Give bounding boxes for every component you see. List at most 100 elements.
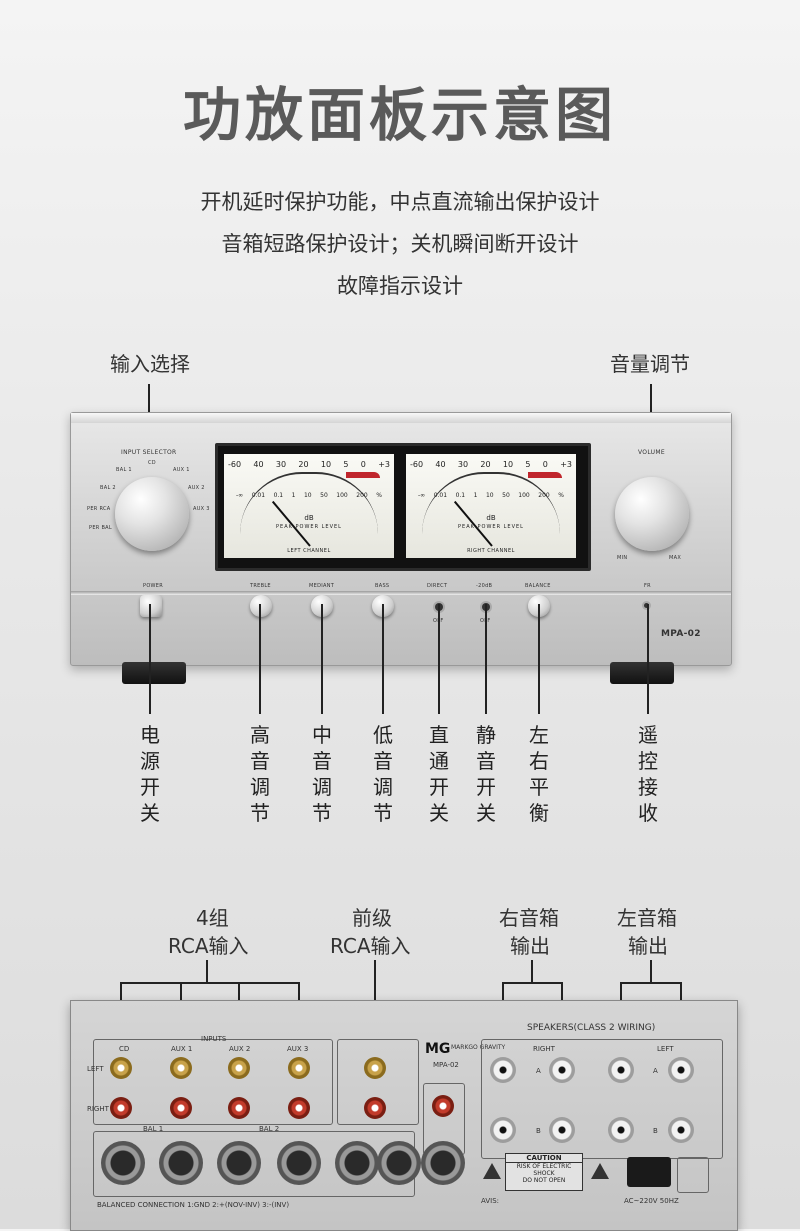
xlr-bal1-right[interactable] <box>159 1141 203 1185</box>
input-selector-knob[interactable] <box>115 477 189 551</box>
speaker-terminal-group <box>481 1039 723 1159</box>
vu-tick-label: +3 <box>560 460 572 469</box>
label-char: 控 <box>638 749 658 773</box>
avis-label: AVIS: <box>481 1197 499 1205</box>
input-per-bal: PER BAL <box>89 525 112 531</box>
bracket-line <box>502 982 562 984</box>
amp-foot <box>610 662 674 684</box>
vu-tick-label: -60 <box>228 460 242 469</box>
power-socket[interactable] <box>627 1157 671 1187</box>
vu-tick-label: % <box>558 492 564 499</box>
leader-line <box>382 604 384 714</box>
power-button[interactable] <box>140 595 162 617</box>
vu-tick-label: 10 <box>502 460 514 469</box>
label-char: 调 <box>250 775 270 799</box>
sp-left-b-minus[interactable] <box>668 1117 694 1143</box>
sp-b-label: B <box>536 1127 541 1135</box>
rca-pre-left[interactable] <box>364 1057 386 1079</box>
xlr-sub-out[interactable] <box>421 1141 465 1185</box>
leader-line <box>531 960 533 982</box>
xlr-bal1-left[interactable] <box>101 1141 145 1185</box>
vu-red-zone <box>346 472 380 478</box>
xlr-bal2-left[interactable] <box>217 1141 261 1185</box>
treble-knob[interactable] <box>250 595 272 617</box>
input-aux2: AUX 2 <box>188 485 205 491</box>
vu-tick-label: 10 <box>485 492 494 499</box>
vu-tick-label: 200 <box>538 492 550 499</box>
rca-aux1-left[interactable] <box>170 1057 192 1079</box>
brand-logo-mg: MG <box>425 1041 451 1057</box>
rca-aux2-right[interactable] <box>228 1097 250 1119</box>
vu-tick-label: +3 <box>378 460 390 469</box>
rca-aux3-right[interactable] <box>288 1097 310 1119</box>
volume-min-label: MIN <box>617 555 628 561</box>
label-char: 接 <box>638 775 658 799</box>
sp-right-a-plus[interactable] <box>490 1057 516 1083</box>
label-input-select: 输入选择 <box>110 352 190 376</box>
caution-title: CAUTION <box>506 1154 582 1163</box>
sp-left-b-plus[interactable] <box>608 1117 634 1143</box>
vu-tick-label: 0.01 <box>433 492 448 499</box>
sp-a-label: A <box>536 1067 541 1075</box>
sp-left-a-plus[interactable] <box>608 1057 634 1083</box>
bracket-line <box>120 982 300 984</box>
label-balance: 左 右 平 衡 <box>524 722 554 826</box>
vu-tick-label: 40 <box>435 460 446 469</box>
leader-line <box>149 604 151 714</box>
vu-peak-label: PEAK POWER LEVEL <box>458 524 524 530</box>
vu-tick-label: -∞ <box>418 492 426 499</box>
sp-right-b-minus[interactable] <box>549 1117 575 1143</box>
vu-tick-label: 0.01 <box>251 492 266 499</box>
sp-right-a-minus[interactable] <box>549 1057 575 1083</box>
rca-aux1-right[interactable] <box>170 1097 192 1119</box>
label-char: 关 <box>429 801 449 825</box>
vu-tick-label: -∞ <box>236 492 244 499</box>
label-char: 右 <box>529 749 549 773</box>
panel-divider <box>71 591 731 595</box>
sp-right-label: RIGHT <box>533 1045 555 1053</box>
vu-scale-power: -∞ 0.01 0.1 1 10 50 100 200 % <box>236 492 382 499</box>
aux2-label: AUX 2 <box>229 1045 251 1053</box>
vu-tick-label: -60 <box>410 460 424 469</box>
balance-label: BALANCE <box>525 583 551 589</box>
rca-aux3-left[interactable] <box>288 1057 310 1079</box>
sp-right-b-plus[interactable] <box>490 1117 516 1143</box>
bracket-line <box>620 982 682 984</box>
rca-sub-out[interactable] <box>432 1095 454 1117</box>
input-per-rca: PER RCA <box>87 506 111 512</box>
balanced-connection-label: BALANCED CONNECTION 1:GND 2:+(NOV-INV) 3… <box>97 1201 290 1209</box>
rca-cd-left[interactable] <box>110 1057 132 1079</box>
vu-meter-right: -60 40 30 20 10 5 0 +3 -∞ 0.01 0.1 1 10 … <box>406 454 576 558</box>
bal2-label: BAL 2 <box>259 1125 280 1133</box>
panel-edge <box>71 413 731 423</box>
leader-line <box>650 960 652 982</box>
warning-triangle-icon <box>483 1163 501 1179</box>
label-char: 开 <box>429 775 449 799</box>
rear-model: MPA-02 <box>433 1061 459 1069</box>
bal1-label: BAL 1 <box>143 1125 164 1133</box>
label-char: 静 <box>476 723 496 747</box>
inputs-label: INPUTS <box>201 1035 227 1043</box>
vu-tick-label: 100 <box>336 492 348 499</box>
xlr-pre-left[interactable] <box>335 1141 379 1185</box>
xlr-bal2-right[interactable] <box>277 1141 321 1185</box>
right-channel-label: RIGHT CHANNEL <box>467 548 515 554</box>
xlr-pre-right[interactable] <box>377 1141 421 1185</box>
rca-pre-right[interactable] <box>364 1097 386 1119</box>
vu-tick-label: 0 <box>542 460 548 469</box>
vu-tick-label: 1 <box>291 492 296 499</box>
sp-left-a-minus[interactable] <box>668 1057 694 1083</box>
vu-db-label: dB <box>304 514 314 522</box>
volume-knob[interactable] <box>615 477 689 551</box>
vu-tick-label: 0 <box>360 460 366 469</box>
label-right-out: 输出 <box>510 934 550 958</box>
label-char: 调 <box>373 775 393 799</box>
label-char: 收 <box>638 801 658 825</box>
input-aux1: AUX 1 <box>173 467 190 473</box>
vu-tick-label: 100 <box>518 492 530 499</box>
rca-aux2-left[interactable] <box>228 1057 250 1079</box>
brand-name: MARKGO GRAVITY <box>451 1044 506 1051</box>
pre-input-group <box>337 1039 419 1125</box>
label-pre-rca-in: RCA输入 <box>330 934 411 958</box>
rca-cd-right[interactable] <box>110 1097 132 1119</box>
